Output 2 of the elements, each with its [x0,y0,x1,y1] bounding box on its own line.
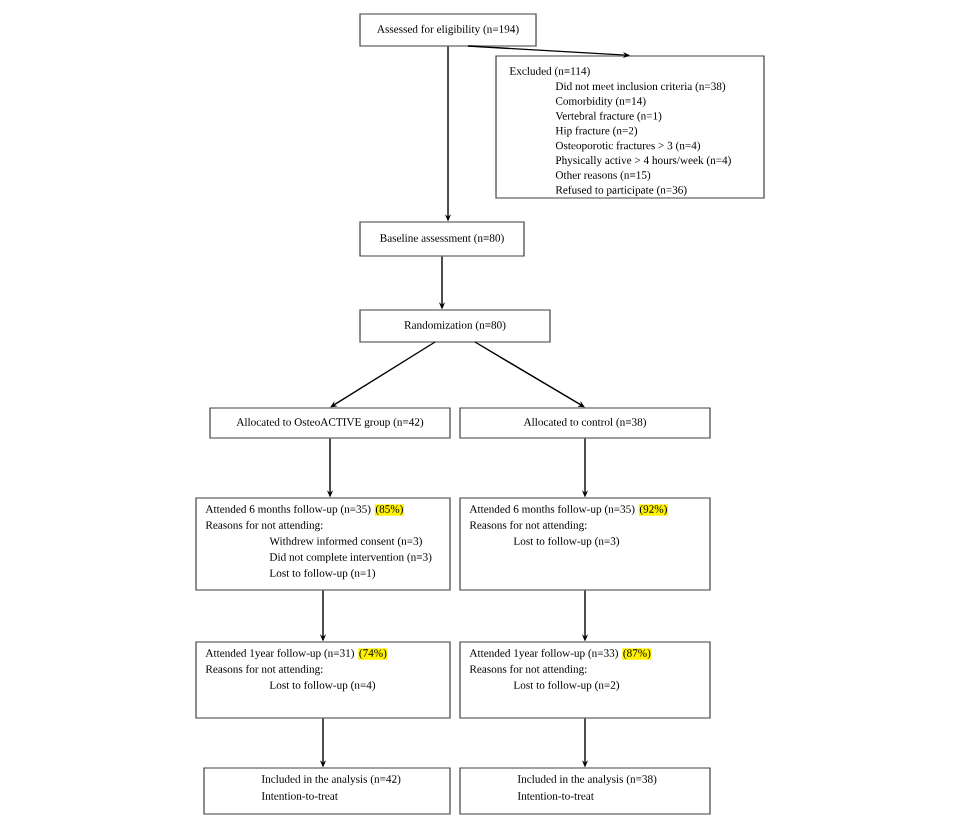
arrow [474,341,585,408]
arrow [330,341,436,408]
